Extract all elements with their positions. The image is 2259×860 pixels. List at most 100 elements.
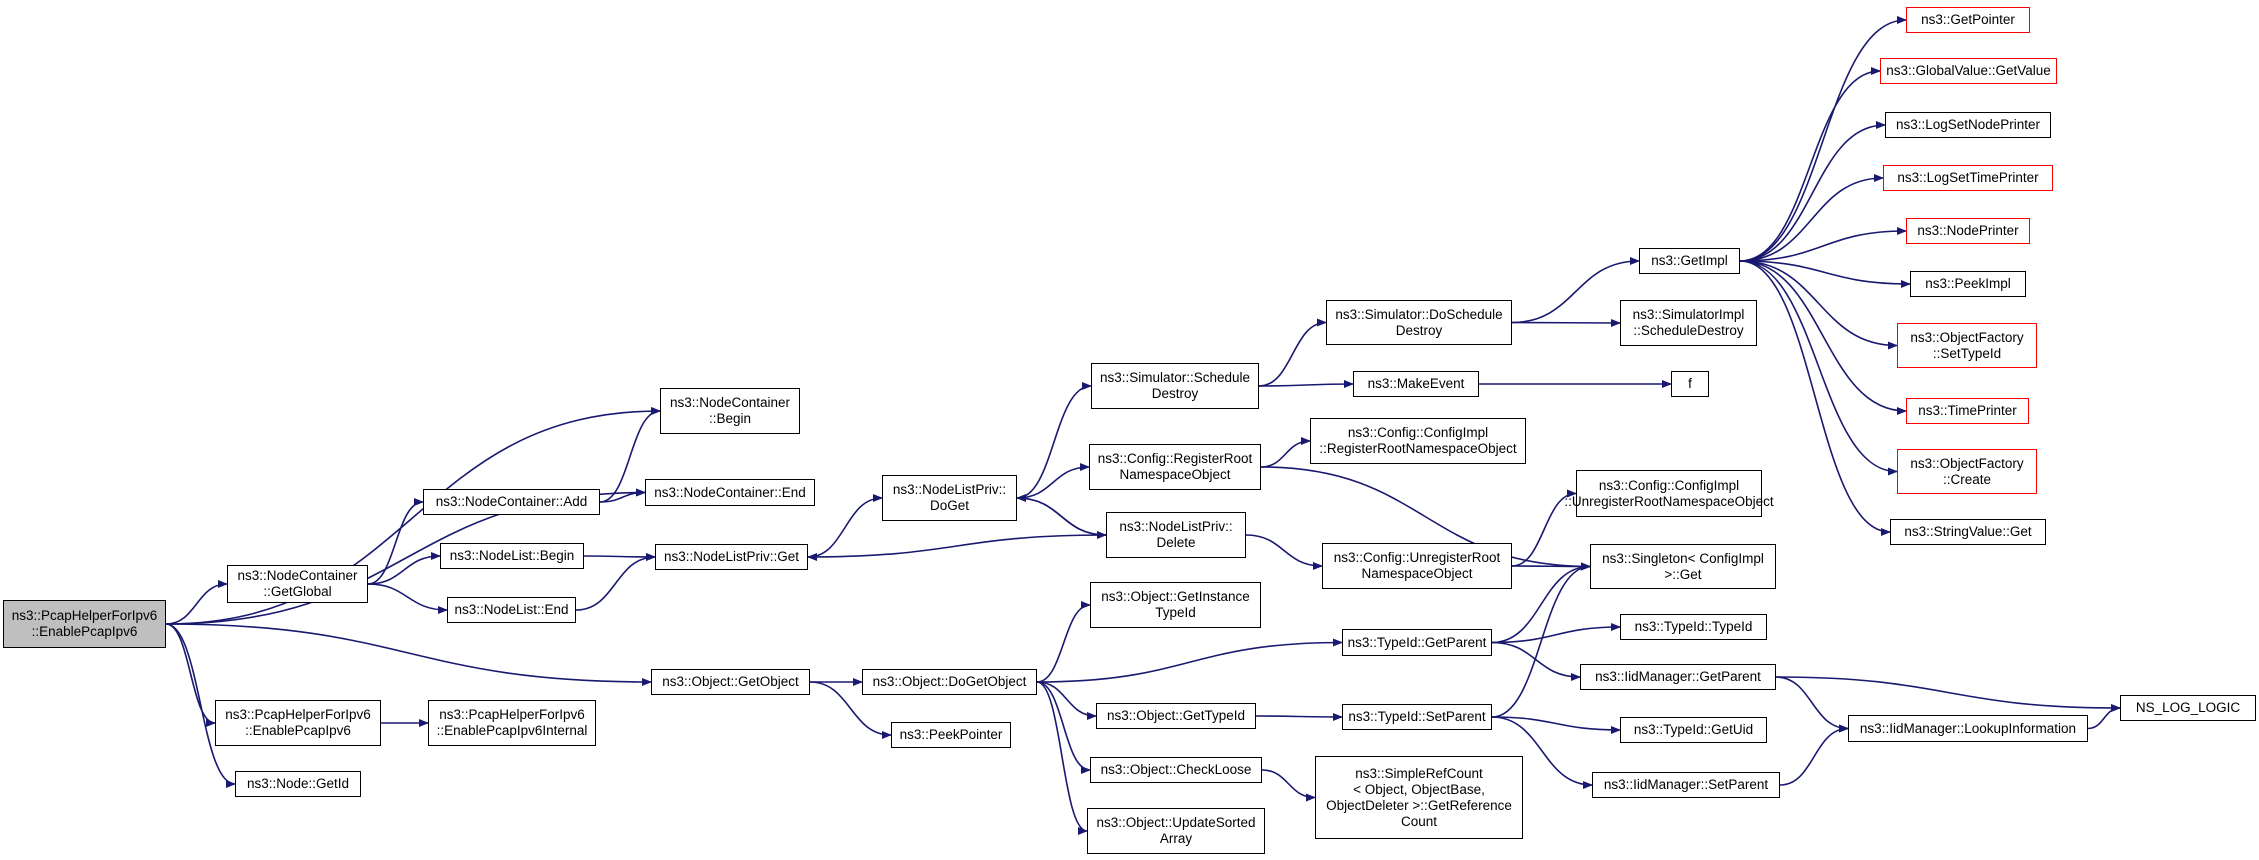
edge-typeid-getparent-to-singleton-get [1491, 562, 1591, 644]
node-getpointer[interactable]: ns3::GetPointer [1906, 7, 2030, 33]
edge-nc-getglobal-to-nc-add [367, 498, 424, 585]
edge-root-to-helper-enable [165, 623, 216, 727]
node-stringvalue-get[interactable]: ns3::StringValue::Get [1890, 519, 2046, 545]
edge-getimpl-to-logsetnodeprinter [1739, 121, 1886, 262]
edge-getimpl-to-stringvalue-get [1739, 260, 1891, 536]
edge-typeid-getparent-to-typeid-typeid [1491, 623, 1621, 644]
node-timeprinter[interactable]: ns3::TimePrinter [1906, 398, 2029, 424]
edge-cfg-unregister-to-cfgimpl-unregister [1511, 489, 1577, 567]
edge-sim-doschedule-to-getimpl [1511, 257, 1640, 324]
node-nc-add[interactable]: ns3::NodeContainer::Add [423, 489, 600, 515]
edge-obj-dogetobject-to-obj-gettypeid [1036, 681, 1097, 720]
node-nlp-get[interactable]: ns3::NodeListPriv::Get [655, 544, 808, 570]
node-getimpl[interactable]: ns3::GetImpl [1639, 248, 1740, 274]
edge-iid-getparent-to-iid-lookup [1775, 676, 1849, 733]
node-nl-end[interactable]: ns3::NodeList::End [447, 597, 576, 623]
edge-typeid-setparent-to-singleton-get [1491, 562, 1591, 718]
edge-getimpl-to-globalvalue-getvalue [1739, 67, 1881, 262]
edge-obj-dogetobject-to-typeid-getparent [1036, 638, 1343, 683]
edge-getimpl-to-timeprinter [1739, 260, 1907, 415]
edge-root-to-nc-begin [165, 407, 661, 625]
node-nlp-doget[interactable]: ns3::NodeListPriv:: DoGet [882, 475, 1017, 521]
node-obj-gettypeid[interactable]: ns3::Object::GetTypeId [1096, 703, 1256, 729]
node-node-getid[interactable]: ns3::Node::GetId [235, 771, 361, 797]
edge-nc-add-to-nc-begin [599, 407, 661, 503]
edge-cfg-register-to-cfgimpl-register [1260, 437, 1311, 468]
node-ns-log-logic[interactable]: NS_LOG_LOGIC [2120, 695, 2256, 721]
edge-nlp-delete-to-nlp-doget [1016, 494, 1107, 536]
node-nc-end[interactable]: ns3::NodeContainer::End [645, 479, 815, 506]
node-peekimpl[interactable]: ns3::PeekImpl [1910, 271, 2026, 297]
node-obj-checkloose[interactable]: ns3::Object::CheckLoose [1090, 757, 1262, 783]
node-nl-begin[interactable]: ns3::NodeList::Begin [440, 543, 584, 569]
node-f[interactable]: f [1671, 371, 1709, 397]
node-nodeprinter[interactable]: ns3::NodePrinter [1906, 218, 2030, 244]
edge-nlp-delete-to-nlp-get [807, 534, 1107, 561]
node-iid-setparent[interactable]: ns3::IidManager::SetParent [1592, 772, 1780, 798]
node-typeid-getuid[interactable]: ns3::TypeId::GetUid [1620, 717, 1767, 743]
edge-nlp-delete-to-cfg-unregister [1245, 534, 1323, 570]
edge-sim-schedule-to-makeevent [1258, 380, 1354, 389]
edge-nc-getglobal-to-nl-begin [367, 552, 441, 585]
node-objfactory-create[interactable]: ns3::ObjectFactory ::Create [1897, 449, 2037, 494]
edge-nlp-doget-to-sim-schedule [1016, 382, 1092, 499]
edge-getimpl-to-logsettimeprinter [1739, 174, 1884, 262]
node-singleton-get[interactable]: ns3::Singleton< ConfigImpl >::Get [1590, 544, 1776, 589]
edge-obj-checkloose-to-simplerefcount [1261, 769, 1316, 802]
edge-nl-end-to-nlp-get [575, 553, 656, 611]
edge-cfg-unregister-to-singleton-get [1511, 562, 1591, 571]
node-objfactory-settypeid[interactable]: ns3::ObjectFactory ::SetTypeId [1897, 323, 2037, 368]
edge-typeid-setparent-to-typeid-getuid [1491, 716, 1621, 734]
edge-typeid-getparent-to-iid-getparent [1491, 641, 1581, 681]
edge-iid-getparent-to-ns-log-logic [1775, 676, 2121, 712]
edge-getimpl-to-objfactory-create [1739, 260, 1898, 476]
node-obj-getinstance[interactable]: ns3::Object::GetInstance TypeId [1090, 582, 1261, 628]
edge-cfg-register-to-singleton-get [1260, 466, 1591, 571]
node-simplerefcount[interactable]: ns3::SimpleRefCount < Object, ObjectBase… [1315, 756, 1523, 839]
node-globalvalue-getvalue[interactable]: ns3::GlobalValue::GetValue [1880, 58, 2057, 84]
node-peekpointer[interactable]: ns3::PeekPointer [891, 722, 1011, 748]
edge-sim-schedule-to-sim-doschedule [1258, 318, 1327, 387]
edge-root-to-nc-getglobal [165, 580, 228, 625]
node-iid-lookup[interactable]: ns3::IidManager::LookupInformation [1848, 715, 2088, 742]
node-obj-dogetobject[interactable]: ns3::Object::DoGetObject [862, 669, 1037, 695]
edge-obj-gettypeid-to-typeid-setparent [1255, 712, 1343, 721]
edge-iid-setparent-to-iid-lookup [1779, 724, 1849, 786]
node-obj-updatesorted[interactable]: ns3::Object::UpdateSorted Array [1087, 808, 1265, 854]
node-makeevent[interactable]: ns3::MakeEvent [1353, 371, 1479, 397]
edge-root-to-node-getid [165, 623, 236, 788]
node-logsetnodeprinter[interactable]: ns3::LogSetNodePrinter [1885, 112, 2051, 138]
node-typeid-setparent[interactable]: ns3::TypeId::SetParent [1342, 704, 1492, 730]
node-cfgimpl-register[interactable]: ns3::Config::ConfigImpl ::RegisterRootNa… [1310, 418, 1526, 464]
edge-nlp-doget-to-cfg-register [1016, 463, 1090, 499]
edge-typeid-setparent-to-iid-setparent [1491, 716, 1593, 789]
node-typeid-getparent[interactable]: ns3::TypeId::GetParent [1342, 629, 1492, 656]
node-sim-schedule[interactable]: ns3::Simulator::Schedule Destroy [1091, 363, 1259, 409]
node-cfg-unregister[interactable]: ns3::Config::UnregisterRoot NamespaceObj… [1322, 543, 1512, 589]
node-helper-enable[interactable]: ns3::PcapHelperForIpv6 ::EnablePcapIpv6 [215, 700, 381, 746]
node-root[interactable]: ns3::PcapHelperForIpv6 ::EnablePcapIpv6 [3, 600, 166, 648]
node-nlp-delete[interactable]: ns3::NodeListPriv:: Delete [1106, 512, 1246, 558]
node-simimpl-schedule[interactable]: ns3::SimulatorImpl ::ScheduleDestroy [1620, 300, 1757, 346]
node-cfg-register[interactable]: ns3::Config::RegisterRoot NamespaceObjec… [1089, 444, 1261, 490]
node-sim-doschedule[interactable]: ns3::Simulator::DoSchedule Destroy [1326, 300, 1512, 345]
node-iid-getparent[interactable]: ns3::IidManager::GetParent [1580, 664, 1776, 690]
node-logsettimeprinter[interactable]: ns3::LogSetTimePrinter [1883, 165, 2053, 191]
node-nc-begin[interactable]: ns3::NodeContainer ::Begin [660, 388, 800, 434]
edge-obj-dogetobject-to-obj-updatesorted [1036, 681, 1088, 835]
edge-getimpl-to-nodeprinter [1739, 227, 1907, 262]
node-typeid-typeid[interactable]: ns3::TypeId::TypeId [1620, 614, 1767, 640]
node-nc-getglobal[interactable]: ns3::NodeContainer ::GetGlobal [227, 565, 368, 603]
edge-getimpl-to-peekimpl [1739, 260, 1911, 288]
edge-nl-begin-to-nlp-get [583, 552, 656, 561]
edge-root-to-obj-getobject [165, 623, 652, 686]
node-helper-internal[interactable]: ns3::PcapHelperForIpv6 ::EnablePcapIpv6I… [428, 700, 596, 746]
edge-sim-doschedule-to-simimpl-schedule [1511, 318, 1621, 327]
node-cfgimpl-unregister[interactable]: ns3::Config::ConfigImpl ::UnregisterRoot… [1564, 470, 1774, 517]
edge-nc-add-to-nc-end [599, 488, 646, 503]
edge-obj-dogetobject-to-obj-getinstance [1036, 601, 1091, 683]
node-obj-getobject[interactable]: ns3::Object::GetObject [651, 669, 810, 695]
edge-getimpl-to-objfactory-settypeid [1739, 260, 1898, 350]
